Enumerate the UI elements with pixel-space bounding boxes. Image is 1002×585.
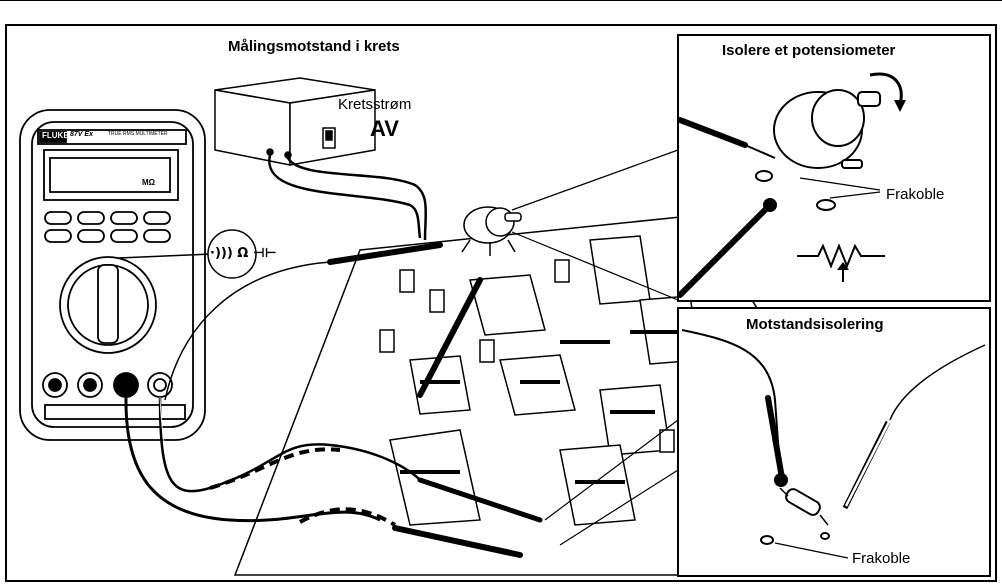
power-label: Kretsstrøm: [338, 96, 412, 113]
power-state: AV: [370, 116, 399, 141]
top-rule: [0, 0, 1002, 1]
meter-display-unit: MΩ: [142, 178, 156, 187]
main-title: Målingsmotstand i krets: [228, 38, 400, 55]
multimeter: [19, 109, 206, 441]
inset-potentiometer: [677, 34, 991, 302]
power-supply: [214, 77, 376, 166]
inset-top-callout: Frakoble: [886, 186, 945, 203]
ohm-continuity-icon: ·))) Ω ⊣⊢: [210, 246, 277, 261]
inset-bottom-title: Motstandsisolering: [746, 316, 884, 333]
meter-subtitle: TRUE RMS MULTIMETER: [108, 131, 168, 137]
test-leads: [124, 242, 543, 558]
power-cables: [268, 154, 428, 241]
zoom-lines: [511, 149, 679, 546]
function-callout: [117, 229, 257, 279]
meter-brand: FLUKE: [42, 131, 69, 140]
inset-top-title: Isolere et potensiometer: [722, 42, 896, 59]
inset-bottom-callout: Frakoble: [852, 550, 911, 567]
potentiometer: [461, 206, 522, 256]
inset-resistor-isolation: [677, 307, 991, 577]
meter-model: 87V Ex: [70, 131, 93, 138]
